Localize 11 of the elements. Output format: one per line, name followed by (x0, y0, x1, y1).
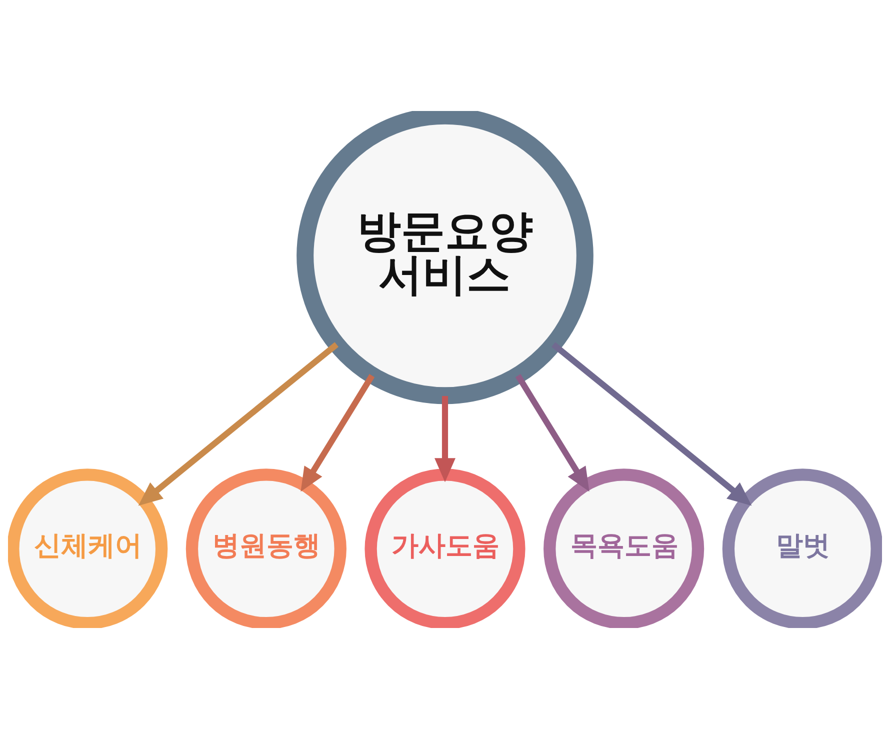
arrow (300, 374, 375, 492)
node-circle: 목욕도움 (544, 468, 704, 628)
arrow (551, 342, 752, 506)
node-circle: 신체케어 (8, 468, 168, 628)
node-circle: 가사도움 (364, 468, 526, 628)
arrow (138, 342, 339, 506)
node-circle: 방문요양 서비스 (296, 111, 594, 404)
arrow (515, 374, 590, 492)
node-circle: 병원동행 (186, 468, 346, 628)
arrow (434, 396, 456, 482)
node-circle: 말벗 (722, 468, 882, 628)
